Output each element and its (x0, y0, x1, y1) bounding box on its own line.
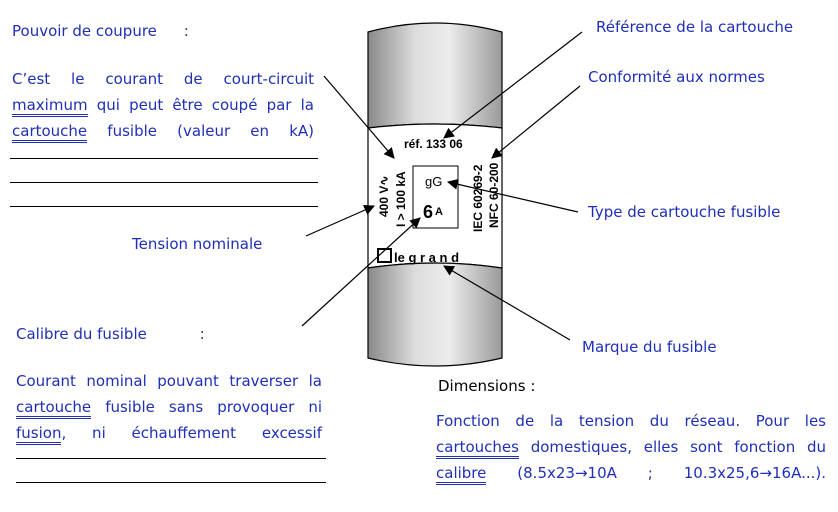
arrow-type (446, 178, 579, 213)
fuse-type-text: gG (425, 174, 442, 189)
pouvoir-colon: : (183, 22, 189, 40)
fuse-top-cap (367, 22, 503, 129)
fuse-ref-text: réf. 133 06 (404, 137, 463, 151)
dimensions-title: Dimensions : (438, 377, 536, 395)
dimensions-description: Fonction de la tension du réseau. Pour l… (436, 408, 826, 512)
fuse-breaking-text: I > 100 kA (394, 171, 408, 227)
arrows (301, 31, 583, 341)
fuse-bottom-cap (367, 262, 503, 367)
pouvoir-desc-maximum: maximum (12, 96, 88, 117)
dimensions-desc-line3: (8.5x23→10A ; 10.3x25,6→16A...). (486, 464, 826, 482)
type-label: Type de cartouche fusible (588, 203, 781, 221)
fuse-rating-unit: A (435, 206, 443, 218)
dimensions-desc-line2: domestiques, elles sont fonction du (518, 438, 826, 456)
answer-line-1 (10, 158, 318, 159)
calibre-colon: : (199, 325, 205, 343)
arrow-tension (305, 204, 375, 237)
marque-label: Marque du fusible (582, 338, 717, 356)
fuse-voltage-text: 400 V∿ (377, 176, 391, 217)
answer-line-4 (16, 458, 326, 459)
arrow-pouvoir (323, 75, 395, 159)
calibre-description: Courant nominal pouvant traverser la car… (16, 368, 322, 472)
fuse-brand-text: le g r a n d (394, 250, 459, 265)
pouvoir-description: C’est le courant de court-circuit maximu… (12, 66, 314, 170)
pouvoir-desc-cartouche: cartouche (12, 122, 88, 143)
calibre-title: Calibre du fusible (16, 325, 147, 343)
pouvoir-desc-line3: fusible (valeur en kA) (87, 122, 314, 140)
tension-nominale-label: Tension nominale (132, 235, 263, 253)
arrow-marque (443, 265, 571, 341)
calibre-desc-fusion: fusion (16, 424, 62, 445)
arrow-reference (443, 31, 583, 139)
dimensions-desc-line1: Fonction de la tension du réseau. Pour l… (436, 412, 826, 430)
calibre-desc-line2: fusible sans provoquer ni (91, 398, 322, 416)
reference-label: Référence de la cartouche (596, 18, 794, 36)
fuse-type-box (412, 165, 459, 229)
fuse-norm2-text: NFC 60-200 (487, 162, 501, 228)
calibre-title-block: Calibre du fusible : (16, 325, 205, 343)
pouvoir-desc-line2: qui peut être coupé par la (87, 96, 314, 114)
pouvoir-title-block: Pouvoir de coupure : (12, 22, 189, 40)
calibre-desc-line1: Courant nominal pouvant traverser la (16, 372, 322, 390)
answer-line-2 (10, 182, 318, 183)
arrow-calibre (301, 217, 421, 327)
dimensions-desc-calibre: calibre (436, 464, 487, 485)
arrow-conformite (491, 85, 581, 159)
fuse-norm1-text: IEC 60269-2 (471, 164, 485, 232)
legrand-logo-square (377, 248, 392, 263)
fuse-rating-number: 6 (423, 202, 433, 222)
fuse-cartridge: réf. 133 06 400 V∿ I > 100 kA gG 6 A IEC… (367, 22, 503, 367)
pouvoir-desc-line1: C’est le courant de court-circuit (12, 70, 314, 88)
dimensions-desc-cartouches: cartouches (436, 438, 519, 459)
calibre-desc-line3: , ni échauffement excessif (61, 424, 322, 442)
calibre-desc-cartouche: cartouche (16, 398, 92, 419)
answer-line-5 (16, 482, 326, 483)
answer-line-3 (10, 206, 318, 207)
pouvoir-title: Pouvoir de coupure (12, 22, 157, 40)
fuse-diagram: réf. 133 06 400 V∿ I > 100 kA gG 6 A IEC… (301, 22, 583, 367)
conformite-label: Conformité aux normes (588, 68, 765, 86)
